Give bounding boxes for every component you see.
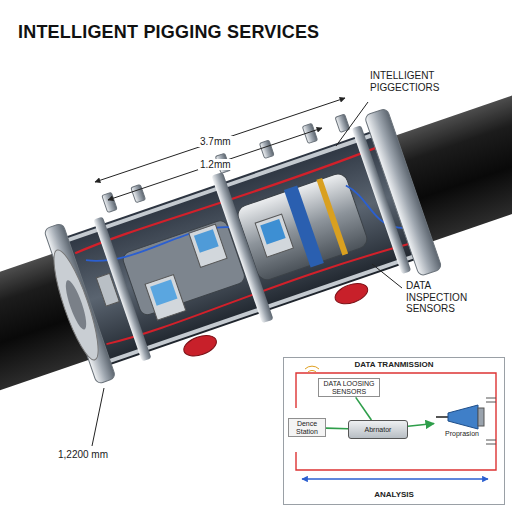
display-screen: [150, 280, 177, 306]
alternator-box: Abrnator: [348, 420, 408, 439]
antenna-waves: [305, 366, 319, 372]
signal-loop: [296, 373, 496, 470]
panel-heading: DATA TRANMISSION: [355, 360, 434, 369]
dimension-label: 1,2200 mm: [58, 449, 108, 460]
core-left: [121, 219, 246, 317]
box-label: Abrnator: [352, 426, 404, 433]
callout-label: INTELLIGENT PIGGECTIORS: [370, 70, 439, 93]
label-box: 1,2200 mm: [58, 449, 108, 461]
leader-line: [336, 102, 368, 146]
connector: [408, 424, 434, 427]
bolts: [102, 112, 350, 212]
box-label: Dence Station: [291, 420, 323, 435]
turbine-node: Proprasion: [434, 404, 490, 437]
label-box: 1.2mm: [198, 159, 233, 171]
dimension-line: [95, 98, 345, 182]
dimension-line: [108, 128, 322, 200]
component-label: Proprasion: [434, 430, 490, 437]
wheel: [332, 280, 370, 308]
label-box: DATA INSPECTION SENSORS: [406, 280, 480, 315]
panel-heading: ANALYSIS: [374, 490, 414, 499]
leader-line: [372, 264, 402, 288]
inset-ground: [283, 357, 505, 505]
flange-left: [44, 223, 116, 385]
dimension-label: 3.7mm: [198, 136, 233, 147]
box-label: DATA LOOSING SENSORS: [321, 380, 377, 395]
dimension-label: 1.2mm: [198, 159, 233, 170]
display-screen: [194, 229, 219, 253]
yellow-band: [316, 178, 348, 256]
connector: [356, 397, 372, 420]
capacitor-symbol: [486, 398, 496, 444]
inset-panel: DATA TRANMISSION ANALYSIS DATA LOOSING SEN…: [283, 357, 505, 505]
end-cap: [46, 246, 106, 363]
blue-band: [284, 185, 324, 267]
leader-line: [92, 388, 104, 446]
end-hub: [62, 278, 90, 331]
callout-label: DATA INSPECTION SENSORS: [406, 280, 467, 314]
label-box: 3.7mm: [198, 136, 233, 148]
connector: [326, 427, 348, 429]
display-box: [189, 224, 227, 267]
station-box: Dence Station: [288, 418, 326, 437]
display-box: [255, 214, 293, 257]
analysis-line: [302, 478, 488, 479]
flange-right: [364, 108, 442, 277]
display-screen: [260, 219, 285, 244]
wheel: [181, 332, 219, 360]
sensor-box: DATA LOOSING SENSORS: [318, 378, 380, 397]
label-box: INTELLIGENT PIGGECTIORS: [370, 70, 462, 93]
display-box: [145, 275, 186, 321]
page-title: INTELLIGENT PIGGING SERVICES: [18, 22, 319, 43]
sensor-block: [96, 273, 119, 306]
turbine-symbol: [434, 404, 490, 430]
